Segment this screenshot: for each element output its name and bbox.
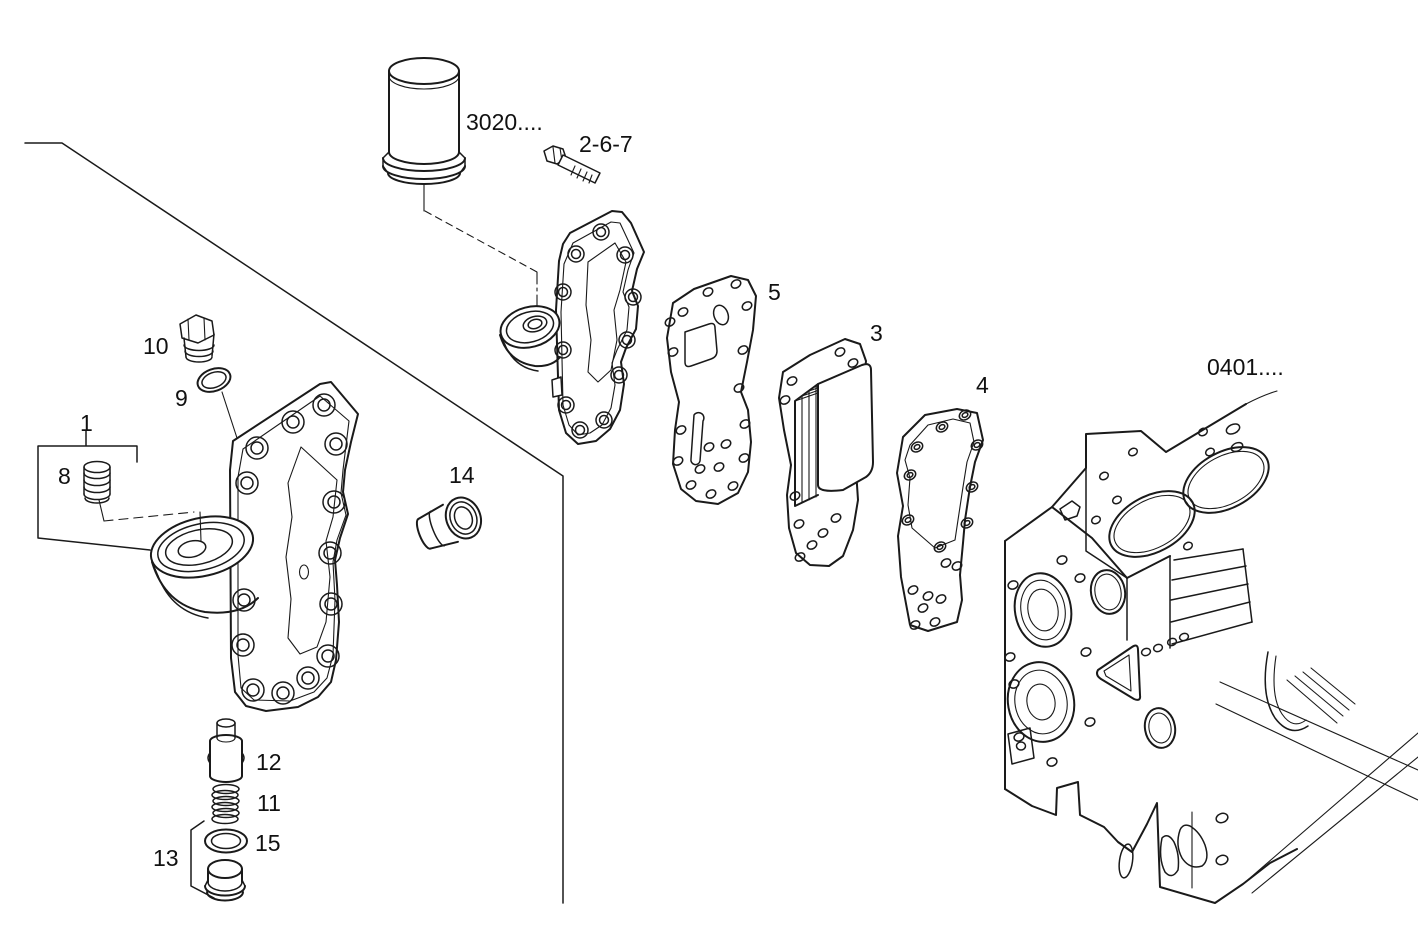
callout-engine-block-ref: 0401.... bbox=[1207, 354, 1284, 380]
engine-block bbox=[1004, 390, 1418, 904]
bushing-part bbox=[415, 496, 483, 550]
bearing-bores bbox=[1006, 572, 1076, 743]
callout-bushing: 14 bbox=[449, 462, 475, 488]
valve-piston bbox=[207, 718, 245, 783]
callout-gasket-outer: 5 bbox=[768, 279, 781, 305]
callout-cover-group: 1 bbox=[80, 410, 93, 436]
core-plate-stack bbox=[794, 363, 874, 507]
callout-valve-spring: 11 bbox=[257, 790, 281, 816]
callouts: 3020.... 2-6-7 5 3 4 0401.... 10 9 1 8 1… bbox=[58, 109, 1284, 871]
cap-group-bracket bbox=[190, 820, 215, 899]
seal-washer bbox=[204, 828, 248, 854]
cylinder-bores bbox=[1108, 446, 1270, 558]
callout-gasket-inner: 4 bbox=[976, 372, 989, 398]
callout-cap-group: 13 bbox=[153, 845, 179, 871]
callout-spring: 8 bbox=[58, 463, 71, 489]
block-side-ribs bbox=[1126, 548, 1253, 649]
filter-head-bolt-holes bbox=[554, 223, 642, 439]
filter-mount-boss-front bbox=[149, 511, 259, 619]
filter-head-housing bbox=[499, 210, 645, 445]
cap bbox=[204, 859, 246, 902]
core-plate-holes bbox=[779, 347, 859, 562]
block-bottom-skirt bbox=[1004, 781, 1298, 904]
oil-filter-cartridge bbox=[382, 57, 466, 185]
oil-cooler-core-part bbox=[778, 338, 874, 567]
callout-plug: 10 bbox=[143, 333, 169, 359]
block-face-openings bbox=[1089, 569, 1177, 749]
gasket-inner-part bbox=[896, 408, 984, 632]
group-bracket bbox=[37, 430, 151, 551]
relief-valve-parts bbox=[190, 718, 248, 902]
o-ring-part bbox=[196, 367, 238, 439]
deck-holes bbox=[1090, 423, 1244, 551]
callout-relief-valve: 12 bbox=[256, 749, 282, 775]
gasket-outer-part bbox=[664, 275, 757, 505]
filter-leader-line bbox=[423, 183, 538, 319]
frame-boundary-line bbox=[24, 142, 564, 904]
block-right-rails bbox=[1215, 651, 1418, 894]
gasket-inner-holes bbox=[901, 409, 984, 630]
block-small-holes bbox=[1004, 555, 1190, 767]
callout-filter-ref: 3020.... bbox=[466, 109, 543, 135]
callout-o-ring: 9 bbox=[175, 385, 188, 411]
valve-spring bbox=[211, 783, 240, 825]
callout-bolt-ref: 2-6-7 bbox=[579, 131, 633, 157]
filter-mount-boss-rear bbox=[499, 305, 561, 372]
mounting-bolt bbox=[543, 145, 601, 184]
callout-seal-washer: 15 bbox=[255, 830, 281, 856]
plug-part bbox=[179, 314, 215, 363]
oil-cooler-cover bbox=[149, 381, 359, 712]
callout-cooler-core: 3 bbox=[870, 320, 883, 346]
gasket-outer-holes bbox=[664, 279, 753, 499]
spring-part bbox=[83, 460, 195, 522]
